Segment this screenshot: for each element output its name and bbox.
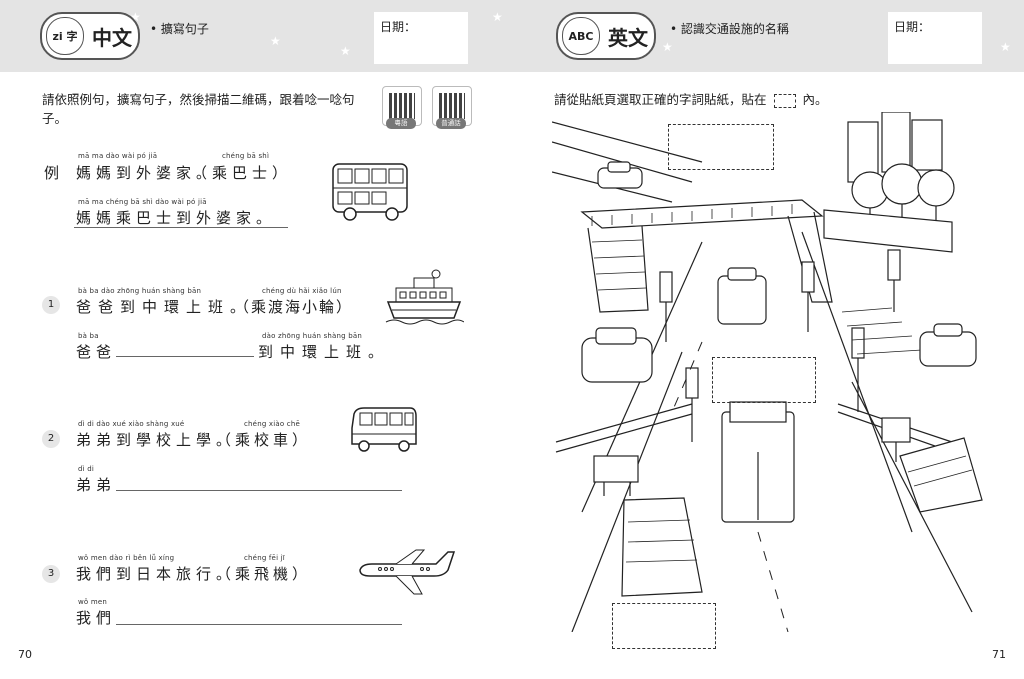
date-box[interactable]: 日期： (374, 12, 468, 64)
pinyin: chéng fēi jī (244, 554, 285, 562)
answer-end: 到中環上班。 (258, 343, 391, 361)
item-number: 1 (42, 296, 60, 314)
sticker-box-sample (773, 93, 796, 108)
pencil-icon: zi 字 (46, 17, 84, 55)
page-number: 70 (18, 648, 32, 661)
qr-label: 粵語 (386, 118, 416, 129)
example-hint: （乘巴士） (192, 164, 293, 182)
sticker-box-1[interactable] (668, 124, 774, 170)
subject-badge: ABC 英文 (556, 12, 656, 60)
pinyin: bà ba (78, 332, 99, 340)
topic-title: • 認識交通設施的名稱 (670, 22, 789, 36)
subject-badge: zi 字 中文 (40, 12, 140, 60)
pinyin: mā ma chéng bā shì dào wài pó jiā (78, 198, 207, 206)
pinyin: chéng bā shì (222, 152, 270, 160)
example-answer: 媽媽乘巴士到外婆家。 (76, 209, 277, 227)
right-page: ★ ★ ★ ★ ABC 英文 • 認識交通設施的名稱 日期： 請從貼紙頁選取正確… (492, 0, 1024, 679)
item-sentence: 爸爸到中環上班。 (76, 298, 253, 316)
star-icon: ★ (662, 40, 673, 54)
star-icon: ★ (340, 44, 351, 58)
ferry-icon (385, 269, 464, 325)
pinyin: chéng dù hǎi xiǎo lún (262, 287, 342, 295)
pinyin: mā ma dào wài pó jiā (78, 152, 158, 160)
bus-icon (332, 163, 408, 221)
qr-label: 普通話 (436, 118, 466, 129)
date-box[interactable]: 日期： (888, 12, 982, 64)
sticker-box-3[interactable] (612, 603, 716, 649)
topic-title: • 擴寫句子 (150, 22, 209, 36)
star-icon: ★ (270, 34, 281, 48)
airplane-icon (359, 549, 456, 595)
answer-line[interactable] (116, 356, 254, 357)
pinyin: dì di dào xué xiào shàng xué (78, 420, 185, 428)
example-marker: 例 (44, 164, 60, 182)
answer-line[interactable] (116, 490, 402, 491)
star-icon: ★ (1000, 40, 1011, 54)
answer-start: 弟弟 (76, 476, 117, 494)
star-icon: ★ (492, 10, 503, 24)
item-number: 3 (42, 565, 60, 583)
sticker-box-2[interactable] (712, 357, 816, 403)
school-bus-icon (351, 407, 417, 452)
item-hint: （乘渡海小輪） (234, 298, 354, 316)
item-sentence: 我們到日本旅行。 (76, 565, 237, 583)
street-scene-illustration (552, 112, 983, 632)
example-sentence: 媽媽到外婆家。 (76, 164, 217, 182)
answer-line (74, 227, 288, 228)
answer-line[interactable] (116, 624, 402, 625)
pinyin: wǒ men (78, 598, 107, 606)
pinyin: dì di (78, 465, 95, 473)
answer-start: 我們 (76, 609, 117, 627)
abc-icon: ABC (562, 17, 600, 55)
pinyin: bà ba dào zhōng huán shàng bān (78, 287, 202, 295)
item-sentence: 弟弟到學校上學。 (76, 431, 237, 449)
pinyin: wǒ men dào rì běn lǚ xíng (78, 554, 175, 562)
instruction: 請從貼紙頁選取正確的字詞貼紙，貼在 內。 (554, 92, 828, 108)
star-icon: ★ (130, 10, 141, 24)
page-number: 71 (992, 648, 1006, 661)
item-hint: （乘飛機） (216, 565, 312, 583)
instruction: 請依照例句，擴寫句子，然後掃描二維碼，跟着唸一唸句 子。 (42, 92, 355, 126)
pinyin: chéng xiào chē (244, 420, 300, 428)
pinyin: dào zhōng huán shàng bān (262, 332, 363, 340)
left-page: ★ ★ ★ zi 字 中文 • 擴寫句子 日期： 請依照例句，擴寫句子，然後掃描… (0, 0, 512, 661)
right-header: ★ ★ ★ ★ ABC 英文 • 認識交通設施的名稱 日期： (492, 0, 1024, 72)
answer-start: 爸爸 (76, 343, 117, 361)
subject-name: 中文 (92, 25, 132, 50)
item-hint: （乘校車） (216, 431, 312, 449)
item-number: 2 (42, 430, 60, 448)
subject-name: 英文 (608, 25, 648, 50)
left-header: ★ ★ ★ zi 字 中文 • 擴寫句子 日期： (0, 0, 512, 72)
